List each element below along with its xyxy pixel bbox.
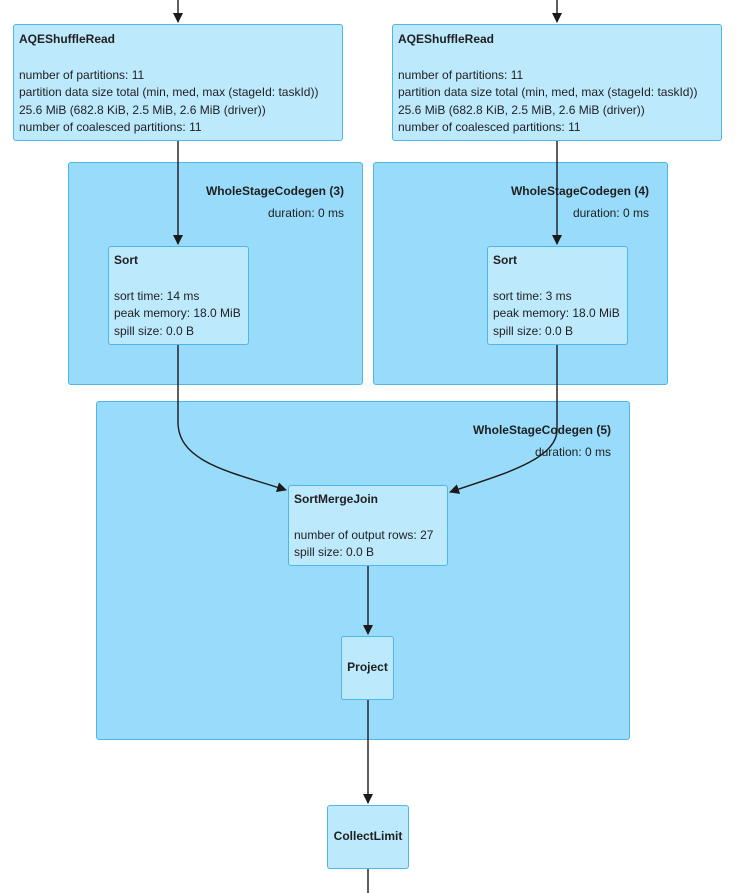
node-metric: spill size: 0.0 B — [493, 323, 574, 338]
node-collectlimit[interactable]: CollectLimit — [327, 805, 409, 869]
node-sortmergejoin[interactable]: SortMergeJoin number of output rows: 27 … — [288, 485, 448, 566]
node-metric: 25.6 MiB (682.8 KiB, 2.5 MiB, 2.6 MiB (d… — [398, 102, 645, 117]
node-metric: partition data size total (min, med, max… — [19, 85, 319, 99]
node-title: AQEShuffleRead — [398, 32, 495, 46]
node-sort-right[interactable]: Sort sort time: 3 ms peak memory: 18.0 M… — [487, 246, 628, 345]
node-title: SortMergeJoin — [294, 492, 379, 506]
node-metric: peak memory: 18.0 MiB — [493, 306, 620, 320]
node-metric: number of coalesced partitions: 11 — [19, 120, 202, 134]
node-metric: number of output rows: 27 — [294, 527, 434, 542]
node-aqeshuffleread-left[interactable]: AQEShuffleRead number of partitions: 11 … — [13, 24, 343, 141]
node-metric: peak memory: 18.0 MiB — [114, 306, 241, 320]
node-title: CollectLimit — [333, 829, 403, 844]
node-metric: number of partitions: 11 — [398, 67, 524, 82]
cluster-duration: duration: 0 ms — [267, 206, 344, 220]
node-aqeshuffleread-right[interactable]: AQEShuffleRead number of partitions: 11 … — [392, 24, 722, 141]
node-title: Project — [347, 660, 388, 675]
node-project[interactable]: Project — [341, 636, 394, 700]
cluster-duration: duration: 0 ms — [534, 445, 611, 459]
cluster-title: WholeStageCodegen (4) — [510, 184, 649, 198]
node-metric: spill size: 0.0 B — [114, 323, 195, 338]
node-metric: 25.6 MiB (682.8 KiB, 2.5 MiB, 2.6 MiB (d… — [19, 102, 266, 117]
cluster-title: WholeStageCodegen (5) — [472, 423, 611, 437]
node-metric: number of partitions: 11 — [19, 67, 145, 82]
node-title: AQEShuffleRead — [19, 32, 116, 46]
node-title: Sort — [493, 253, 517, 267]
node-metric: spill size: 0.0 B — [294, 545, 375, 559]
node-metric: sort time: 14 ms — [114, 288, 200, 303]
cluster-title: WholeStageCodegen (3) — [205, 184, 344, 198]
cluster-duration: duration: 0 ms — [572, 206, 649, 220]
node-sort-left[interactable]: Sort sort time: 14 ms peak memory: 18.0 … — [108, 246, 249, 345]
node-metric: partition data size total (min, med, max… — [398, 85, 698, 99]
node-metric: sort time: 3 ms — [493, 288, 572, 303]
node-metric: number of coalesced partitions: 11 — [398, 120, 581, 134]
node-title: Sort — [114, 253, 138, 267]
